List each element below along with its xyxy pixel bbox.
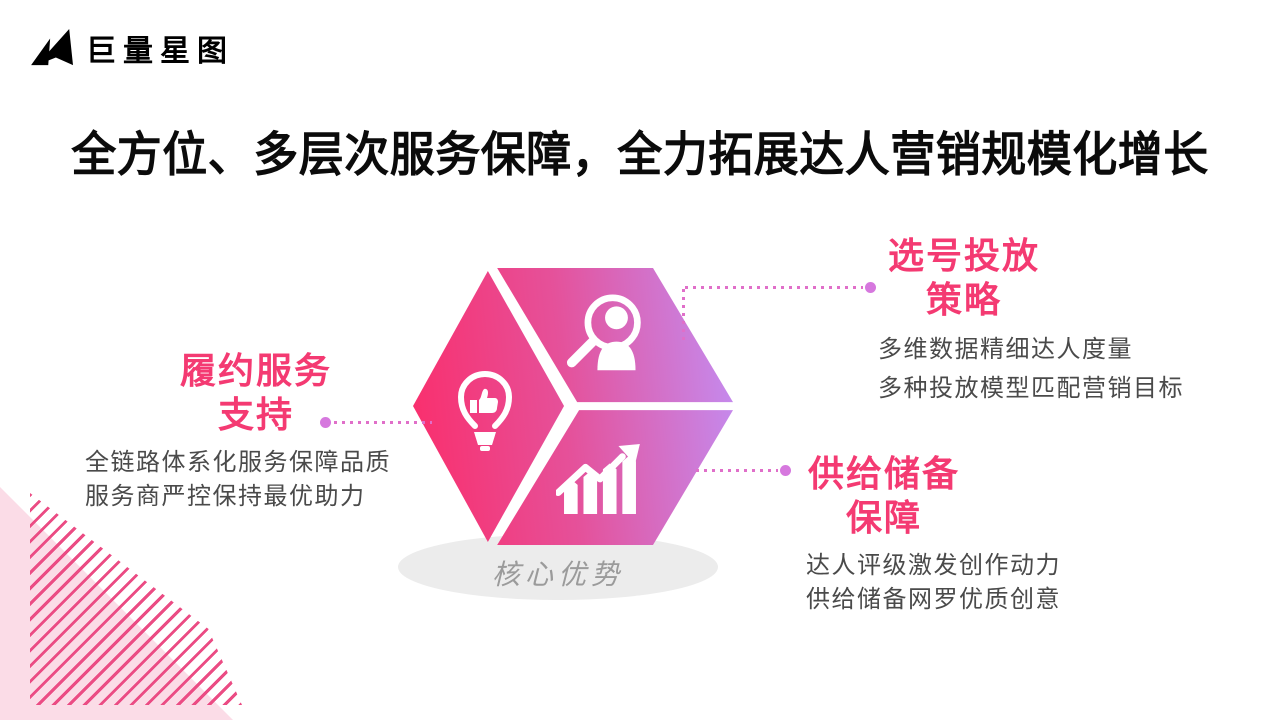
lightbulb-thumbsup-icon [457,371,513,451]
feature-desc-line: 全链路体系化服务保障品质 [85,449,391,476]
page-title: 全方位、多层次服务保障，全力拓展达人营销规模化增长 [71,127,1209,182]
connector-line-left [334,421,432,424]
connector-dot-bottom-right [780,465,791,476]
connector-vline-top-right [682,289,685,341]
connector-dot-left [320,417,331,428]
feature-desc-line: 供给储备网罗优质创意 [806,586,1061,613]
feature-desc-line: 达人评级激发创作动力 [806,552,1061,579]
feature-title-line: 保障 [845,497,922,538]
magnifier-person-icon [566,294,641,371]
feature-desc-selection: 多维数据精细达人度量 多种投放模型匹配营销目标 [878,330,1228,408]
feature-title-line: 履约服务 [179,350,332,391]
feature-desc-line: 多维数据精细达人度量 [878,336,1133,363]
corner-stripes-decoration [30,493,242,705]
connector-line-bottom-right [696,469,778,472]
feature-desc-fulfillment: 全链路体系化服务保障品质 服务商严控保持最优助力 [85,446,475,514]
feature-title-supply: 供给储备 保障 [806,452,962,540]
logo: 巨量星图 [30,26,234,70]
feature-title-line: 供给储备 [807,453,960,494]
feature-title-fulfillment: 履约服务 支持 [85,349,427,437]
feature-desc-supply: 达人评级激发创作动力 供给储备网罗优质创意 [806,549,1156,617]
feature-title-line: 支持 [217,394,294,435]
feature-title-line: 策略 [925,279,1002,320]
core-advantages-cube [413,268,733,545]
connector-line-top-right [685,286,863,289]
center-label: 核心优势 [491,559,624,590]
xingtu-logo-icon [31,28,73,66]
bar-chart-arrow-icon [556,444,640,514]
feature-title-selection: 选号投放 策略 [878,234,1050,322]
feature-desc-line: 多种投放模型匹配营销目标 [878,375,1184,402]
shadow-ellipse [398,534,718,600]
logo-text: 巨量星图 [86,35,234,68]
feature-title-line: 选号投放 [887,235,1040,276]
feature-desc-line: 服务商严控保持最优助力 [85,483,366,510]
connector-dot-top-right [865,282,876,293]
